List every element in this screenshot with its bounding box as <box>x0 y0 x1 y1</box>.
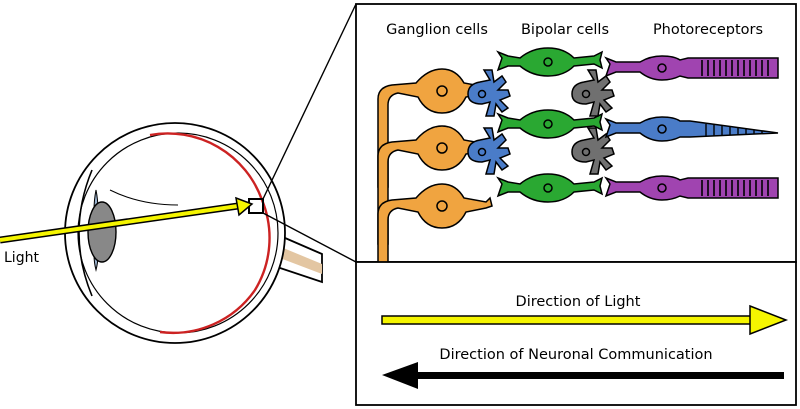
cornea <box>78 169 93 297</box>
light-label: Light <box>4 250 39 266</box>
neuronal-direction-arrow-icon <box>382 362 784 389</box>
lens <box>87 201 117 263</box>
zoom-line-top <box>262 3 357 200</box>
light-direction-arrow-icon <box>381 304 789 336</box>
direction-of-neuronal-communication-label: Direction of Neuronal Communication <box>439 347 712 363</box>
zoom-line-bottom <box>262 212 357 263</box>
ciliary-line <box>109 189 179 206</box>
ganglion-cells-label: Ganglion cells <box>386 22 488 38</box>
direction-of-light-label: Direction of Light <box>516 294 641 310</box>
bipolar-cells-label: Bipolar cells <box>521 22 609 38</box>
retina-layer <box>149 132 271 335</box>
photoreceptors-label: Photoreceptors <box>653 22 763 38</box>
direction-panel <box>355 261 797 406</box>
light-ray-icon <box>0 196 254 244</box>
eye-cross-section-icon <box>64 122 323 344</box>
